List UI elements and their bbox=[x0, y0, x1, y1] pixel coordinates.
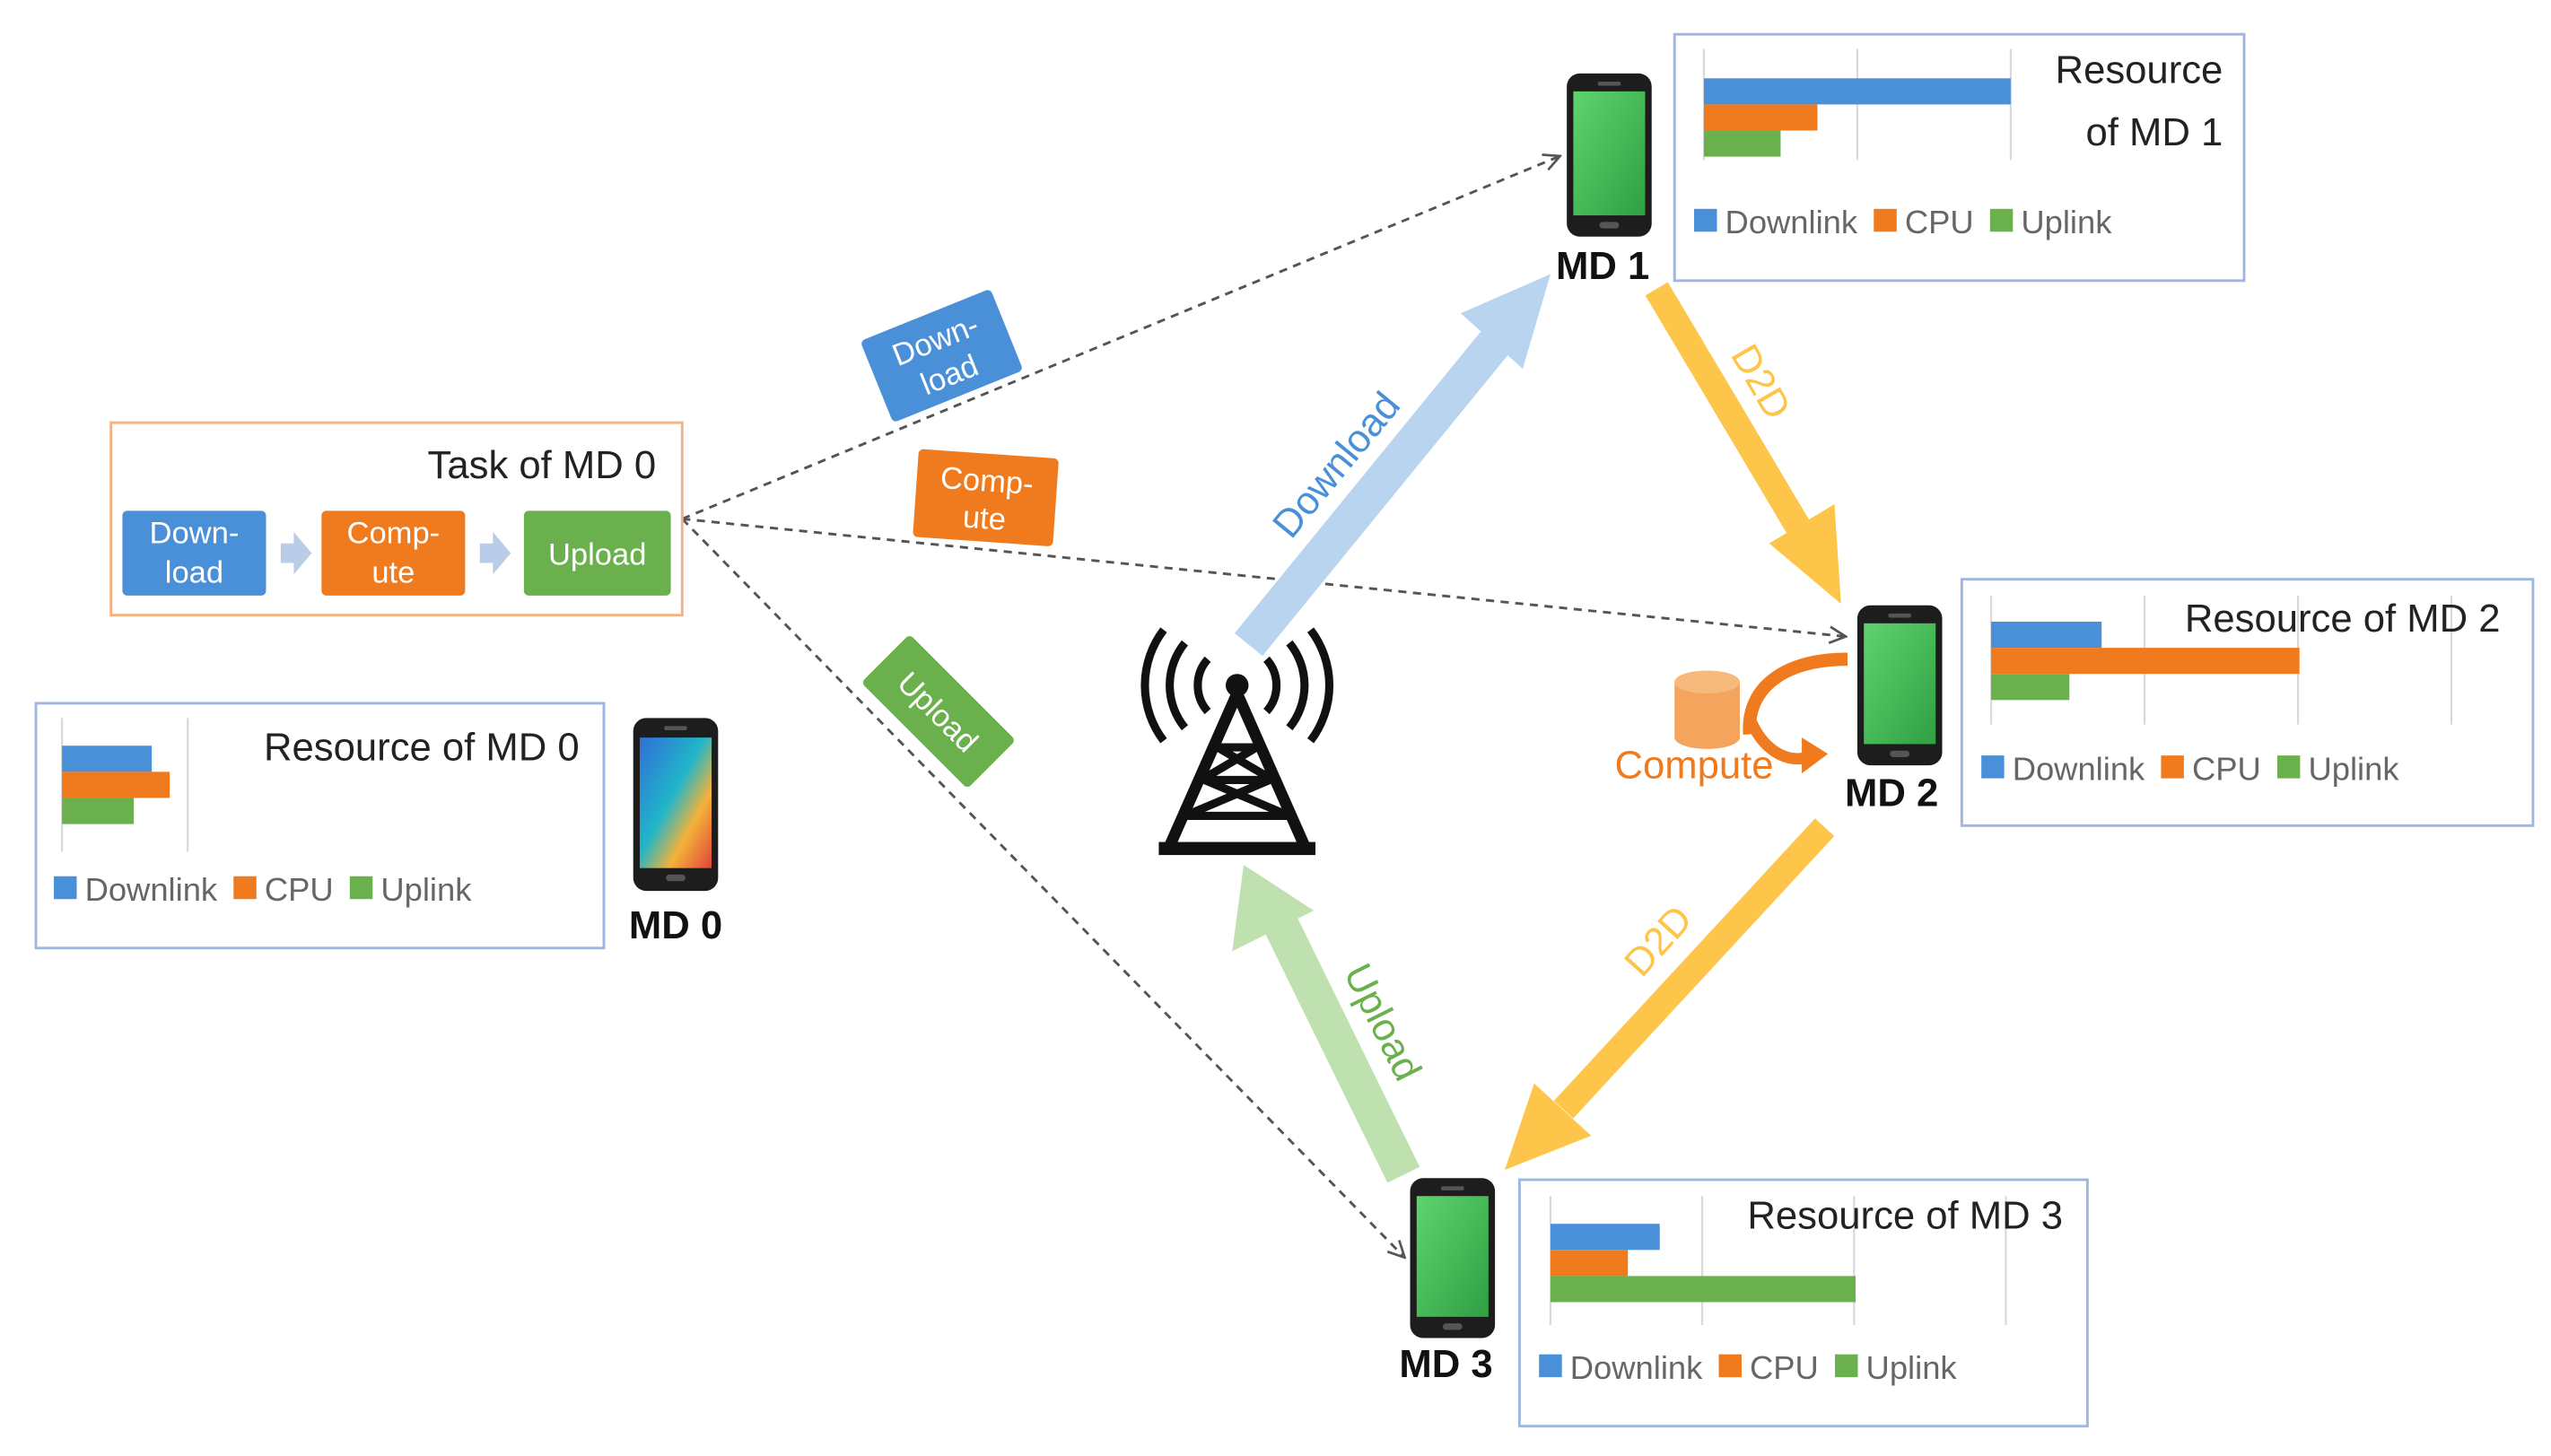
compute-label: Compute bbox=[1614, 744, 1773, 788]
resource-panel-md1: Resource of MD 1 Downlink CPU Uplink bbox=[1673, 32, 2246, 283]
d2d-arrow-md1-md2: D2D bbox=[1645, 282, 1841, 604]
resource-title-md1-line2: of MD 1 bbox=[2086, 110, 2223, 154]
task-step-download: Down- load bbox=[122, 510, 266, 596]
task-step-upload: Upload bbox=[523, 510, 671, 596]
label-md1: MD 1 bbox=[1556, 244, 1649, 288]
resource-title-md2: Resource of MD 2 bbox=[2185, 597, 2501, 641]
database-icon bbox=[1674, 670, 1740, 749]
resource-panel-md2: Resource of MD 2 Downlink CPU Uplink bbox=[1960, 578, 2535, 827]
legend-swatch-cpu bbox=[1718, 1354, 1742, 1378]
task-step-compute: Comp- ute bbox=[321, 510, 466, 596]
step-arrow-2 bbox=[479, 531, 511, 575]
resource-title-md0: Resource of MD 0 bbox=[264, 726, 580, 770]
md1-bar-uplink bbox=[1703, 130, 1781, 157]
task-step-compute-line1: Comp- bbox=[347, 517, 441, 551]
smartphone-icon-md0 bbox=[633, 718, 719, 892]
md2-bar-downlink bbox=[1991, 622, 2102, 649]
md0-bar-uplink bbox=[62, 798, 135, 824]
label-md3: MD 3 bbox=[1399, 1342, 1492, 1386]
tag-compute: Comp- ute bbox=[913, 449, 1059, 546]
download-arrow: Download bbox=[1234, 274, 1551, 657]
legend-label-uplink: Uplink bbox=[380, 871, 472, 908]
compute-indicator: Compute bbox=[1614, 652, 1848, 788]
task-step-upload-label: Upload bbox=[548, 537, 646, 571]
tag-compute-line2: ute bbox=[962, 501, 1008, 537]
legend-swatch-uplink bbox=[2276, 755, 2301, 779]
legend-label-downlink: Downlink bbox=[2013, 750, 2145, 787]
legend-label-uplink: Uplink bbox=[2308, 750, 2399, 787]
legend-label-uplink: Uplink bbox=[1866, 1349, 1958, 1386]
step-arrow-1 bbox=[280, 531, 312, 575]
legend-label-uplink: Uplink bbox=[2021, 204, 2112, 240]
md2-bar-cpu bbox=[1991, 648, 2300, 675]
legend-label-cpu: CPU bbox=[1750, 1349, 1819, 1386]
task-step-compute-line2: ute bbox=[371, 555, 415, 589]
legend-swatch-downlink bbox=[1694, 208, 1717, 232]
legend-swatch-downlink bbox=[54, 876, 77, 900]
smartphone-icon-md1 bbox=[1567, 73, 1652, 237]
legend-label-cpu: CPU bbox=[265, 871, 334, 908]
legend-swatch-uplink bbox=[349, 876, 373, 900]
tag-upload: Upload bbox=[862, 636, 1014, 787]
md0-bar-cpu bbox=[62, 772, 170, 798]
task-panel: Task of MD 0 Down- load Comp- ute Upload bbox=[109, 421, 684, 617]
label-md0: MD 0 bbox=[629, 903, 722, 947]
legend-swatch-cpu bbox=[2161, 755, 2184, 779]
link-task-to-md3 bbox=[681, 518, 1403, 1256]
md2-bar-uplink bbox=[1991, 674, 2070, 701]
task-step-download-line1: Down- bbox=[150, 517, 240, 551]
resource-title-md3: Resource of MD 3 bbox=[1747, 1194, 2063, 1238]
legend-label-cpu: CPU bbox=[1905, 204, 1974, 240]
link-task-to-md2 bbox=[682, 517, 1844, 636]
legend-swatch-cpu bbox=[233, 876, 257, 900]
compute-arc-icon bbox=[1743, 652, 1848, 735]
legend-label-downlink: Downlink bbox=[85, 871, 218, 908]
label-md2: MD 2 bbox=[1845, 772, 1938, 815]
legend-swatch-downlink bbox=[1539, 1354, 1562, 1378]
smartphone-icon-md3 bbox=[1410, 1178, 1496, 1338]
cell-tower-icon bbox=[1140, 627, 1334, 856]
tag-download: Down- load bbox=[861, 290, 1022, 422]
resource-panel-md0: Resource of MD 0 Downlink CPU Uplink bbox=[34, 702, 606, 950]
md1-bar-cpu bbox=[1703, 104, 1818, 131]
md0-bar-downlink bbox=[62, 745, 153, 772]
resource-panel-md3: Resource of MD 3 Downlink CPU Uplink bbox=[1517, 1178, 2089, 1428]
md1-bar-downlink bbox=[1703, 78, 2011, 105]
legend-label-cpu: CPU bbox=[2192, 750, 2261, 787]
task-title: Task of MD 0 bbox=[428, 443, 657, 487]
legend-swatch-uplink bbox=[1835, 1354, 1858, 1378]
smartphone-icon-md2 bbox=[1856, 605, 1943, 766]
d2d-arrow-md2-md3: D2D bbox=[1505, 818, 1835, 1171]
link-task-to-md1 bbox=[681, 157, 1559, 520]
md3-bar-uplink bbox=[1550, 1276, 1856, 1303]
legend-swatch-uplink bbox=[1989, 208, 2014, 232]
legend-label-downlink: Downlink bbox=[1570, 1349, 1703, 1386]
upload-arrow: Upload bbox=[1232, 865, 1430, 1183]
md3-bar-cpu bbox=[1550, 1250, 1629, 1277]
legend-swatch-cpu bbox=[1874, 208, 1897, 232]
task-step-download-line2: load bbox=[165, 555, 223, 589]
tag-compute-line1: Comp- bbox=[939, 461, 1035, 501]
legend-swatch-downlink bbox=[1981, 755, 2005, 779]
md3-bar-downlink bbox=[1550, 1224, 1660, 1251]
resource-title-md1-line1: Resource bbox=[2056, 48, 2223, 92]
legend-label-downlink: Downlink bbox=[1725, 204, 1858, 240]
